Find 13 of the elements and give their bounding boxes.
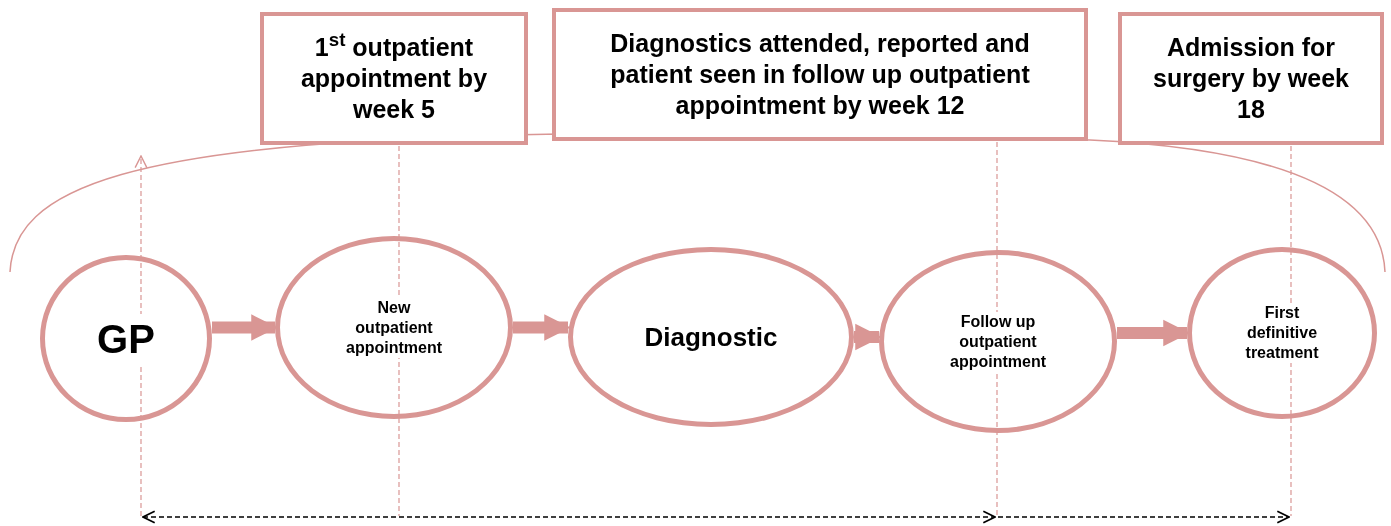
stage-ellipse xyxy=(1187,247,1377,419)
arrow xyxy=(513,314,571,341)
stage-label: GP xyxy=(97,313,155,364)
arrow xyxy=(1117,319,1190,347)
stage-ellipse xyxy=(568,247,854,427)
stage-ellipse xyxy=(879,250,1117,433)
milestone-box xyxy=(552,8,1088,141)
stage-ellipse xyxy=(40,255,212,422)
milestone-box xyxy=(260,12,528,145)
milestone-box xyxy=(1118,12,1384,145)
arrow xyxy=(212,314,278,341)
arrow xyxy=(854,323,882,351)
stage-ellipse xyxy=(275,236,513,419)
